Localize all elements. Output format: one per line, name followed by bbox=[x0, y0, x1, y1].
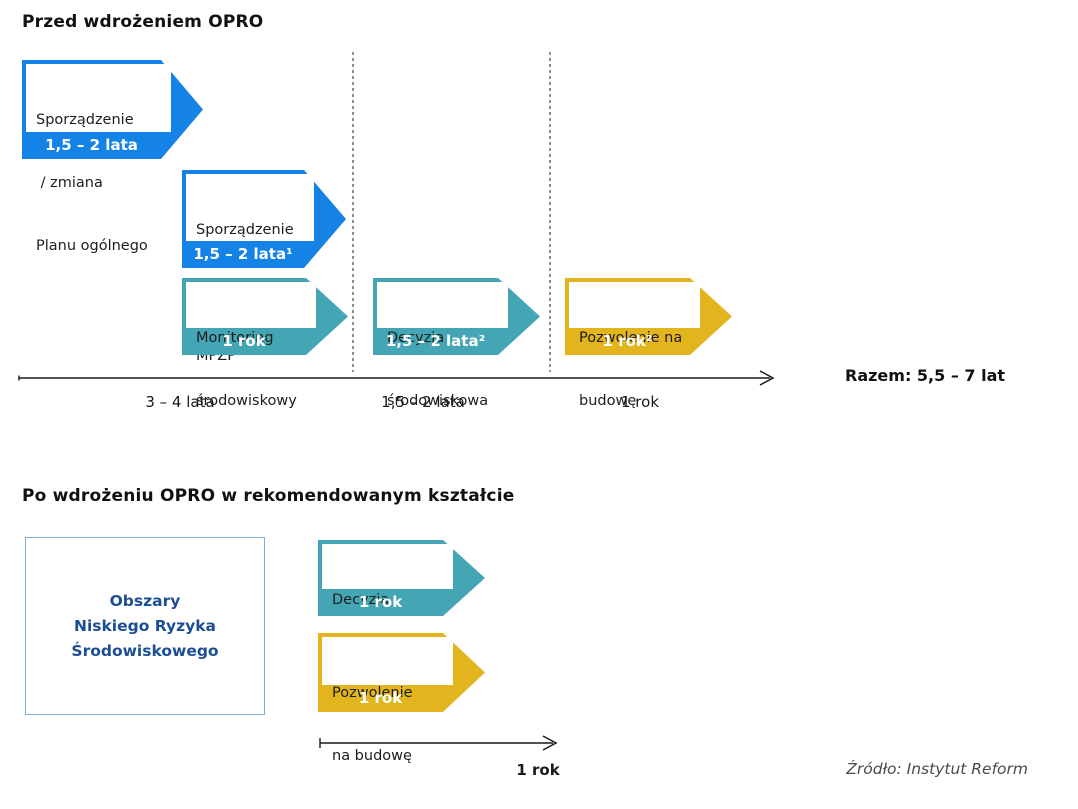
label-line: / zmiana bbox=[36, 175, 103, 191]
axis-label-phase-1: 3 – 4 lata bbox=[145, 393, 215, 411]
section-title-after: Po wdrożeniu OPRO w rekomendowanym kszta… bbox=[22, 486, 515, 506]
process-box-decyzja: Decyzja środowiskowa 1,5 – 2 lata² bbox=[373, 278, 540, 409]
label-line: Pozwolenie bbox=[332, 685, 413, 701]
process-box-plan-ogolny: Sporządzenie / zmiana Planu ogólnego 1,5… bbox=[22, 60, 203, 254]
duration-label: 1 rok bbox=[358, 593, 403, 611]
duration-label: 1,5 – 2 lata bbox=[45, 136, 138, 154]
process-box-label: Sporządzenie / zmiana Planu ogólnego bbox=[26, 64, 171, 254]
process-box-label: Decyzja środowiskowa bbox=[322, 544, 453, 671]
total-duration-label: Razem: 5,5 – 7 lat bbox=[845, 366, 1006, 385]
duration-label: 1,5 – 2 lata² bbox=[385, 332, 486, 350]
label-line: Pozwolenie na bbox=[579, 330, 683, 346]
low-risk-area-box: Obszary Niskiego Ryzyka Środowiskowego bbox=[25, 537, 265, 715]
label-line: Planu ogólnego bbox=[36, 238, 148, 254]
timeline-arrow-after bbox=[319, 735, 558, 751]
source-label: Źródło: Instytut Reform bbox=[846, 760, 1028, 778]
process-box-label: Pozwolenie na budowę bbox=[569, 282, 700, 409]
label-line: środowiskowy bbox=[196, 393, 297, 409]
process-box-monitoring: Monitoring środowiskowy 1 rok bbox=[182, 278, 348, 409]
duration-label: 1 rok bbox=[222, 332, 266, 350]
process-box-pozwolenie: Pozwolenie na budowę 1 rok² bbox=[565, 278, 732, 409]
section-title-before: Przed wdrożeniem OPRO bbox=[22, 12, 264, 32]
axis-label-phase-2: 1,5 – 2 lata bbox=[381, 393, 465, 411]
label-line: Sporządzenie bbox=[36, 112, 134, 128]
process-box-mpzp: Sporządzenie / zmiana MPZP 1,5 – 2 lata¹ bbox=[182, 170, 346, 364]
label-line: środowiskowa bbox=[387, 393, 489, 409]
duration-label: 1 rok bbox=[358, 689, 403, 707]
phase-separator-2 bbox=[549, 52, 551, 372]
label-line: Decyzja bbox=[387, 330, 445, 346]
axis-label-after: 1 rok bbox=[516, 761, 560, 779]
label-line: Decyzja bbox=[332, 592, 390, 608]
low-risk-area-text: Obszary Niskiego Ryzyka Środowiskowego bbox=[71, 589, 218, 664]
label-line: Obszary bbox=[109, 591, 181, 610]
process-box-label: Pozwolenie na budowę bbox=[322, 637, 453, 764]
label-line: Niskiego Ryzyka bbox=[73, 616, 217, 635]
axis-label-phase-3: 1 rok bbox=[620, 393, 660, 411]
label-line: na budowę bbox=[332, 748, 412, 764]
process-box-decyzja-after: Decyzja środowiskowa 1 rok bbox=[318, 540, 485, 671]
duration-label: 1 rok² bbox=[602, 332, 653, 350]
process-box-label: Monitoring środowiskowy bbox=[186, 282, 316, 409]
process-box-label: Sporządzenie / zmiana MPZP bbox=[186, 174, 314, 364]
process-box-pozwolenie-after: Pozwolenie na budowę 1 rok bbox=[318, 633, 485, 764]
label-line: Sporządzenie bbox=[196, 222, 294, 238]
phase-separator-1 bbox=[352, 52, 354, 372]
duration-label: 1,5 – 2 lata¹ bbox=[193, 245, 293, 263]
label-line: budowę bbox=[579, 393, 637, 409]
process-box-label: Decyzja środowiskowa bbox=[377, 282, 508, 409]
label-line: Środowiskowego bbox=[71, 641, 219, 660]
timeline-arrow-before bbox=[18, 370, 775, 386]
label-line: Monitoring bbox=[196, 330, 274, 346]
